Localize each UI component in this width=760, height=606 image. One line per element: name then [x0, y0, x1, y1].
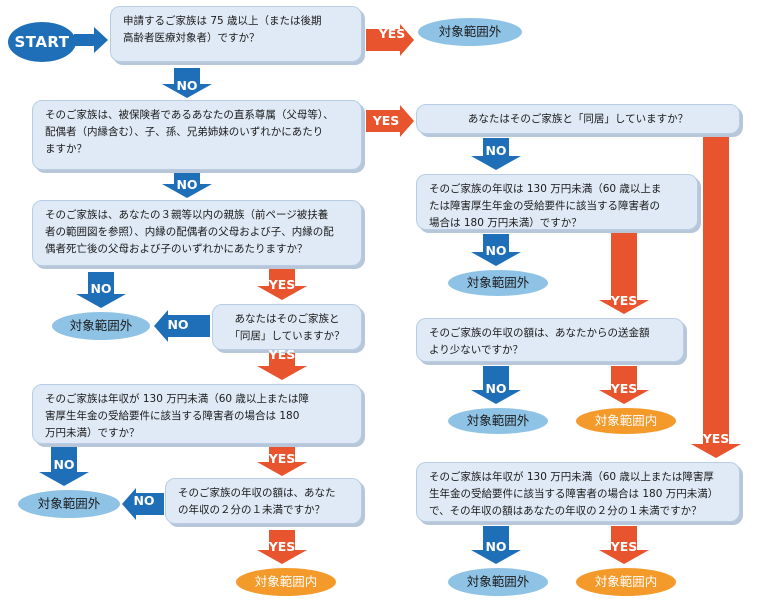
result-in-scope-1: 対象範囲内 — [236, 568, 336, 596]
arrow-yes-q2 — [366, 105, 414, 137]
label-no-q5: NO — [53, 457, 75, 472]
question-income-and-half: そのご家族は年収が 130 万円未満（60 歳以上または障害厚 生年金の受給要件… — [416, 462, 740, 522]
result-out-of-scope-1: 対象範囲外 — [418, 18, 522, 46]
arrow-yes-q9 — [599, 366, 649, 404]
result-out-of-scope-4: 対象範囲外 — [448, 270, 548, 296]
question-direct-relative: そのご家族は、被保険者であるあなたの直系尊属（父母等）、 配偶者（内縁含む）、子… — [32, 100, 362, 170]
result-in-scope-3: 対象範囲内 — [576, 568, 676, 596]
label-no-q7: NO — [485, 143, 507, 158]
arrow-no-q9 — [471, 366, 521, 404]
label-yes-q5: YES — [268, 451, 296, 466]
label-no-q4: NO — [167, 317, 189, 332]
question-age-75: 申請するご家族は 75 歳以上（または後期 高齢者医療対象者）ですか？ — [110, 6, 362, 62]
arrow-yes-q7 — [691, 136, 741, 458]
start-arrow — [74, 27, 108, 53]
result-out-of-scope-5: 対象範囲外 — [448, 408, 548, 434]
label-no-q8: NO — [485, 243, 507, 258]
arrow-yes-q5 — [257, 446, 307, 476]
label-no-q3: NO — [90, 281, 112, 296]
arrow-no-q1 — [162, 68, 212, 98]
arrow-yes-q6 — [257, 530, 307, 564]
label-yes-q7: YES — [702, 431, 730, 446]
question-income-left: そのご家族は年収が 130 万円未満（60 歳以上または障 害厚生年金の受給要件… — [32, 384, 362, 444]
arrow-yes-q10 — [599, 526, 649, 564]
arrow-yes-q8 — [599, 232, 649, 314]
result-in-scope-2: 対象範囲内 — [576, 408, 676, 434]
result-out-of-scope-6: 対象範囲外 — [448, 568, 548, 596]
question-third-degree-relative: そのご家族は、あなたの３親等以内の親族（前ページ被扶養 者の範囲図を参照）、内縁… — [32, 200, 362, 266]
result-out-of-scope-3: 対象範囲外 — [18, 490, 120, 518]
question-living-together-right: あなたはそのご家族と「同居」していますか？ — [416, 104, 740, 134]
start-badge: START — [8, 22, 76, 62]
arrow-no-q6 — [122, 488, 164, 520]
question-remittance: そのご家族の年収の額は、あなたからの送金額 より少ないですか？ — [416, 318, 684, 362]
arrow-no-q8 — [471, 234, 521, 266]
label-yes-q3: YES — [268, 277, 296, 292]
label-yes-q8: YES — [610, 293, 638, 308]
question-half-income: そのご家族の年収の額は、あなた の年収の２分の１未満ですか？ — [165, 478, 362, 524]
arrow-no-q3 — [76, 272, 126, 308]
label-no-q2: NO — [176, 177, 198, 192]
arrow-no-q10 — [471, 526, 521, 564]
arrow-yes-q4 — [257, 350, 307, 380]
question-income-right: そのご家族の年収は 130 万円未満（60 歳以上ま たは障害厚生年金の受給要件… — [416, 174, 698, 230]
label-no-q10: NO — [485, 539, 507, 554]
arrow-no-q7 — [471, 138, 521, 170]
label-yes-q2: YES — [372, 113, 400, 128]
label-yes-q10: YES — [610, 539, 638, 554]
arrow-no-q4 — [154, 310, 210, 342]
label-yes-q1: YES — [378, 26, 406, 41]
label-no-q1: NO — [176, 78, 198, 93]
label-no-q9: NO — [485, 381, 507, 396]
arrow-no-q5 — [39, 446, 89, 486]
arrow-yes-q3 — [257, 268, 307, 300]
arrow-yes-q1 — [366, 24, 414, 56]
label-yes-q4: YES — [268, 347, 296, 362]
label-no-q6: NO — [133, 493, 155, 508]
result-out-of-scope-2: 対象範囲外 — [52, 312, 150, 340]
label-yes-q6: YES — [268, 539, 296, 554]
label-yes-q9: YES — [610, 381, 638, 396]
question-living-together-left: あなたはそのご家族と 「同居」していますか？ — [212, 304, 362, 350]
arrow-no-q2 — [162, 172, 212, 198]
